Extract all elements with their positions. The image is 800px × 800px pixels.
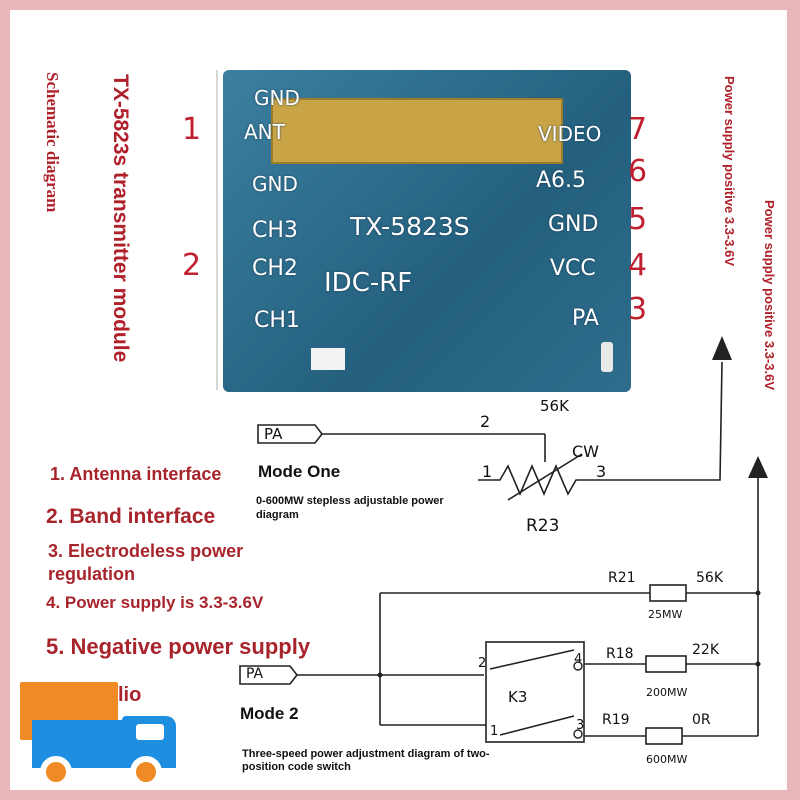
power-supply-label-1: Power supply positive 3.3-3.6V: [722, 76, 737, 267]
pcb-model-title: TX-5823S: [350, 212, 470, 241]
switch-blade-lower: [499, 715, 575, 736]
mode1-description: 0-600MW stepless adjustable power diagra…: [256, 495, 444, 521]
junction-dot: [377, 672, 383, 678]
mode1-pa-label: PA: [264, 425, 283, 443]
r19-name: R19: [602, 712, 630, 728]
feature-negative-supply: 5. Negative power supply: [46, 634, 311, 659]
feature-power-regulation: 3. Electrodeless power regulation: [48, 541, 244, 584]
switch-contact: [573, 661, 583, 671]
power-supply-label-2: Power supply positive 3.3-3.6V: [762, 200, 777, 391]
switch-contact: [573, 729, 583, 739]
pcb-brand: IDC-RF: [324, 268, 413, 298]
pcb-pin-pa: PA: [572, 306, 599, 331]
pin-number-5: 5: [628, 202, 648, 237]
mode1-pin2: 2: [480, 412, 491, 431]
mode1-title: Mode One: [258, 462, 341, 481]
r18-name: R18: [606, 646, 634, 662]
switch-blade-upper: [489, 649, 575, 670]
r21-value: 56K: [696, 570, 723, 586]
r21-name: R21: [608, 570, 636, 586]
truck-wheel-rear: [40, 756, 72, 788]
mode1-pin3: 3: [596, 462, 607, 481]
corner-pad: [601, 342, 613, 372]
pcb-module: [223, 70, 631, 392]
feature-power-supply: 4. Power supply is 3.3-3.6V: [46, 593, 264, 612]
feature-band: 2. Band interface: [46, 505, 216, 528]
arrow-up-icon: [712, 336, 732, 360]
mode1-cw: CW: [572, 442, 599, 461]
small-pad: [311, 348, 345, 370]
mode2-switch-pin1: 1: [490, 724, 499, 739]
pa-tag-mode2: [239, 665, 299, 685]
pin-number-7: 7: [628, 112, 648, 147]
arrow-up-icon-2: [748, 456, 768, 478]
resistor-r19: [645, 727, 683, 745]
pin-number-4: 4: [628, 248, 648, 283]
mode1-resistance: 56K: [540, 397, 569, 415]
pcb-pin-video: VIDEO: [538, 122, 602, 146]
truck-window: [136, 724, 164, 740]
delivery-truck-icon: [18, 682, 180, 792]
junction-dot: [755, 590, 761, 596]
mode2-pa-label: PA: [246, 666, 264, 682]
mode2-switch-pin2: 2: [478, 656, 487, 671]
switch-k3-box: [485, 641, 585, 743]
r19-value: 0R: [692, 712, 711, 728]
mode2-title: Mode 2: [240, 704, 299, 723]
mode2-description: Three-speed power adjustment diagram of …: [242, 748, 490, 773]
pa-tag-mode1: [257, 424, 324, 444]
pin-number-2: 2: [182, 248, 202, 283]
pcb-pin-a65: A6.5: [536, 168, 587, 193]
feature-partial-text: lio: [118, 684, 142, 706]
pcb-pin-ch3: CH3: [252, 218, 298, 243]
pin-number-3: 3: [628, 292, 648, 327]
potentiometer-r23: [478, 361, 723, 497]
feature-antenna: 1. Antenna interface: [50, 464, 222, 484]
schematic-diagram-label: Schematic diagram: [43, 72, 62, 213]
pin-number-1: 1: [182, 112, 202, 147]
r21-power: 25MW: [648, 608, 683, 621]
pcb-pin-gnd-2: GND: [252, 172, 298, 196]
mode2-switch-pin4: 4: [574, 652, 583, 667]
module-title-vertical: TX-5823s transmitter module: [109, 74, 132, 363]
pcb-pin-ant: ANT: [244, 120, 285, 144]
r19-power: 600MW: [646, 753, 688, 766]
r18-power: 200MW: [646, 686, 688, 699]
pin-number-6: 6: [628, 154, 648, 189]
pcb-pin-gnd-3: GND: [548, 212, 599, 237]
pcb-pin-gnd-1: GND: [254, 86, 300, 110]
resistor-r18: [645, 655, 687, 673]
r18-value: 22K: [692, 642, 719, 658]
pcb-pin-ch2: CH2: [252, 256, 298, 281]
junction-dot: [755, 661, 761, 667]
pcb-pin-ch1: CH1: [254, 308, 300, 333]
mode2-switch-pin3: 3: [576, 718, 585, 733]
resistor-r21: [649, 584, 687, 602]
mode2-switch-label: K3: [508, 688, 528, 706]
mode1-pin1: 1: [482, 462, 493, 481]
truck-wheel-front: [130, 756, 162, 788]
pot-adjust-line: [507, 453, 583, 501]
shield-plate: [271, 98, 563, 164]
pcb-pin-vcc: VCC: [550, 256, 596, 281]
mode1-r23: R23: [526, 516, 560, 536]
